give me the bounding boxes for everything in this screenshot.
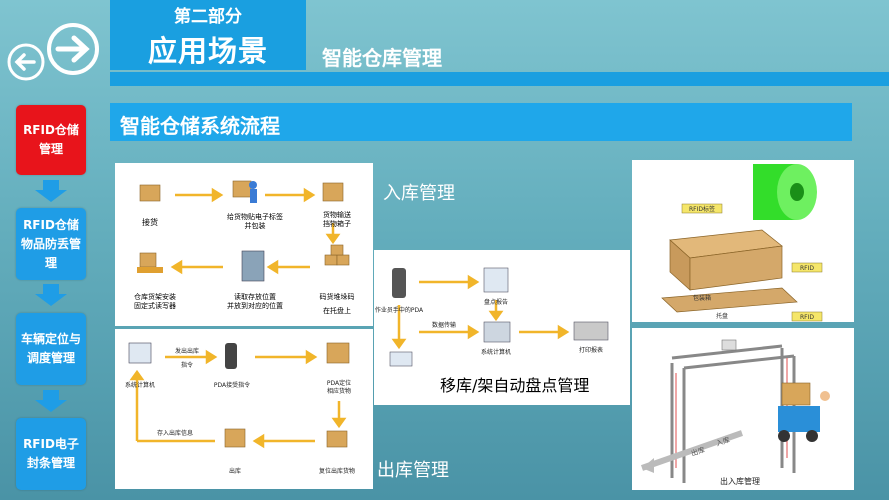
outbound-panel: 系统计算机 发出出库 指令 PDA接受指令 PDA定位 相应货物 存入出库信息 … — [115, 329, 373, 489]
step-label: 接货 — [142, 217, 158, 227]
header-title: 应用场景 — [147, 34, 268, 68]
sidebar-item-label: RFID仓储物品防丢管理 — [20, 217, 81, 270]
step-label: 码货堆垛码 — [320, 292, 355, 301]
arrow-down-icon — [35, 284, 67, 306]
step-label: 系统计算机 — [481, 348, 511, 356]
step-label: 数据传输 — [432, 321, 456, 329]
section-title: 智能仓库管理 — [322, 46, 442, 70]
inbound-panel: 接货 给货物贴电子标签 并包装 货物输送 挡物箱子 码货堆垛码 在托盘上 读取存… — [115, 163, 373, 326]
tag-label: 包装箱 — [693, 294, 711, 302]
transfer-title: 移库/架自动盘点管理 — [440, 376, 590, 395]
forward-button[interactable] — [44, 22, 104, 76]
step-label: 并包装 — [245, 221, 266, 230]
inbound-title: 入库管理 — [383, 183, 455, 204]
gate-out-label: 出库 — [690, 445, 706, 458]
rfid-gate-diagram: 出库 入库 出入库管理 — [641, 339, 830, 486]
sidebar-item-vehicle[interactable]: 车辆定位与调度管理 — [16, 313, 86, 385]
step-label: 挡物箱子 — [323, 219, 351, 228]
arrow-down-icon — [35, 390, 67, 412]
outbound-title: 出库管理 — [377, 460, 449, 481]
step-label: 给货物贴电子标签 — [227, 212, 283, 221]
gate-title: 出入库管理 — [720, 476, 760, 486]
step-label: 发出出库 — [175, 347, 199, 355]
arrow-down-icon — [35, 180, 67, 202]
step-label: 盘点报告 — [484, 298, 508, 306]
arrow-right-icon — [47, 23, 99, 75]
step-label: 在托盘上 — [323, 306, 351, 315]
sidebar-item-anti-loss[interactable]: RFID仓储物品防丢管理 — [16, 208, 86, 280]
transfer-flow-diagram: 作业员手中的PDA 盘点报告 数据传输 系统计算机 打印报表 — [375, 267, 609, 367]
step-label: 复位出库货物 — [319, 467, 355, 475]
tag-label: RFID — [800, 314, 814, 321]
rfid-tag-panel: RFID标签 RFID RFID 包装箱 托盘 — [632, 160, 854, 322]
step-label: 仓库货架安装 — [134, 292, 176, 301]
gate-panel: 出库 入库 出入库管理 — [632, 328, 854, 490]
process-banner-title: 智能仓储系统流程 — [120, 114, 280, 138]
back-button[interactable] — [6, 42, 46, 82]
transfer-panel: 作业员手中的PDA 盘点报告 数据传输 系统计算机 打印报表 — [374, 250, 630, 405]
header-underline-bar — [110, 72, 889, 86]
inbound-flow-diagram: 接货 给货物贴电子标签 并包装 货物输送 挡物箱子 码货堆垛码 在托盘上 读取存… — [134, 180, 355, 315]
sidebar-item-label: 车辆定位与调度管理 — [20, 332, 81, 365]
arrow-left-icon — [7, 43, 45, 81]
step-label: 打印报表 — [579, 346, 603, 354]
step-label: PDA定位 — [327, 379, 351, 387]
tag-label: RFID标签 — [689, 205, 715, 213]
step-label: 系统计算机 — [125, 381, 155, 389]
sidebar-item-label: RFID仓储管理 — [23, 123, 79, 156]
tag-label: 托盘 — [716, 312, 728, 320]
header-title-box — [110, 0, 306, 70]
gate-in-label: 入库 — [715, 435, 731, 448]
tag-label: RFID — [800, 265, 814, 272]
sidebar-item-seal[interactable]: RFID电子封条管理 — [16, 418, 86, 490]
sidebar-item-rfid-storage[interactable]: RFID仓储管理 — [16, 105, 86, 175]
step-label: 读取存放位置 — [234, 292, 276, 301]
step-label: 作业员手中的PDA — [375, 306, 424, 314]
step-label: 出库 — [229, 467, 241, 475]
step-label: 货物输送 — [323, 210, 351, 219]
outbound-flow-diagram: 系统计算机 发出出库 指令 PDA接受指令 PDA定位 相应货物 存入出库信息 … — [125, 342, 355, 475]
step-label: PDA接受指令 — [214, 381, 250, 389]
rfid-tag-diagram: RFID标签 RFID RFID 包装箱 托盘 — [661, 164, 823, 322]
step-label: 指令 — [181, 361, 193, 369]
step-label: 并放到对应的位置 — [227, 301, 283, 310]
step-label: 存入出库信息 — [157, 429, 193, 437]
header-subtitle: 第二部分 — [174, 7, 242, 27]
step-label: 相应货物 — [327, 387, 351, 395]
step-label: 固定式读写器 — [134, 301, 176, 310]
sidebar-item-label: RFID电子封条管理 — [23, 437, 79, 470]
process-banner — [110, 103, 852, 141]
